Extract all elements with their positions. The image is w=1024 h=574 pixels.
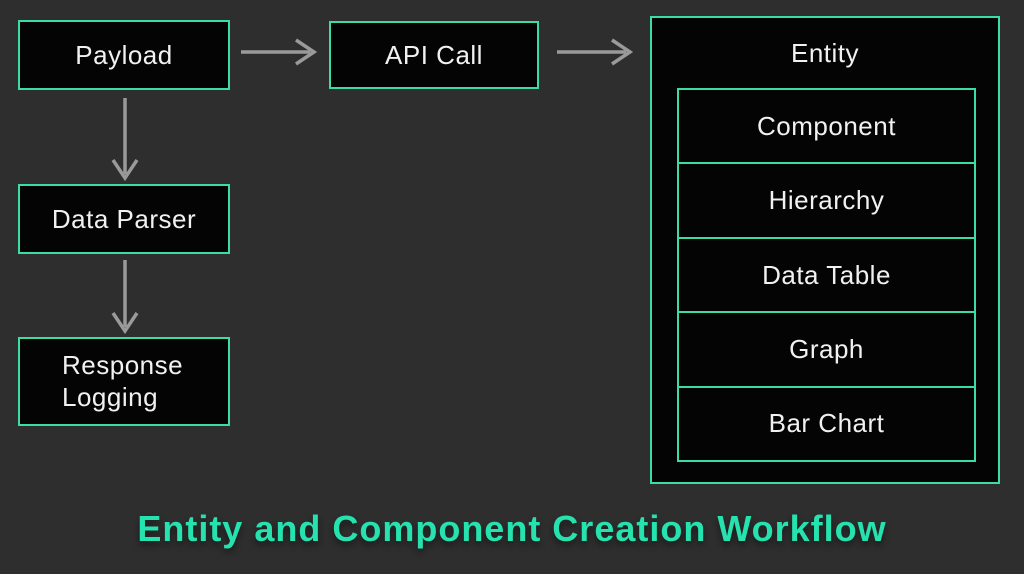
arrow-payload-to-api-call-icon [241,38,318,66]
node-data-parser: Data Parser [18,184,230,254]
entity-row-hierarchy: Hierarchy [679,162,974,236]
entity-row-component: Component [757,110,896,141]
entity-component-list: Component Hierarchy Data Table Graph Bar… [677,88,976,462]
arrow-payload-to-data-parser-icon [111,98,139,182]
entity-row-bar-chart: Bar Chart [679,385,974,460]
node-response-logging: Response Logging [18,337,230,426]
arrow-data-parser-to-response-logging-icon [111,260,139,335]
entity-title: Entity [790,37,860,68]
node-payload: Payload [18,20,230,90]
entity-row-graph: Graph [679,311,974,385]
entity-row-data-table: Data Table [679,236,974,311]
diagram-title: Entity and Component Creation Workflow [137,508,887,549]
node-api-call: API Call [329,21,539,89]
node-entity: Entity Component Hierarchy Data Table Gr… [650,16,1000,484]
arrow-api-call-to-entity-icon [557,38,634,66]
node-response-logging-label: Response Logging [62,349,184,412]
